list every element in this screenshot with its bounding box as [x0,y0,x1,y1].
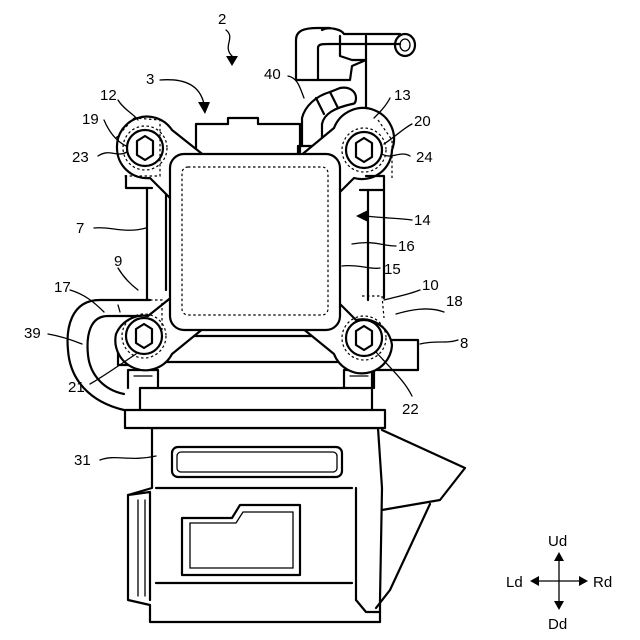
label-13: 13 [394,87,411,104]
label-16: 16 [398,238,415,255]
label-40: 40 [264,66,281,83]
label-15: 15 [384,261,401,278]
direction-up-label: Ud [548,533,567,550]
label-3: 3 [146,71,154,88]
label-2: 2 [218,11,226,28]
flange-plate [125,370,385,428]
label-9: 9 [114,253,122,270]
label-10: 10 [422,277,439,294]
label-19: 19 [82,111,99,128]
lower-block-31 [128,428,465,622]
label-12: 12 [100,87,117,104]
label-14: 14 [414,212,431,229]
top-block [196,118,300,152]
label-8: 8 [460,335,468,352]
label-31: 31 [74,452,91,469]
label-39: 39 [24,325,41,342]
label-20: 20 [414,113,431,130]
label-17: 17 [54,279,71,296]
label-18: 18 [446,293,463,310]
label-7: 7 [76,220,84,237]
direction-down-label: Dd [548,616,567,633]
direction-indicator: Ud Dd Ld Rd [506,533,612,633]
direction-right-label: Rd [593,574,612,591]
label-24: 24 [416,149,433,166]
label-23: 23 [72,149,89,166]
label-22: 22 [402,401,419,418]
module-16 [170,154,340,330]
label-21: 21 [68,379,85,396]
direction-left-label: Ld [506,574,523,591]
